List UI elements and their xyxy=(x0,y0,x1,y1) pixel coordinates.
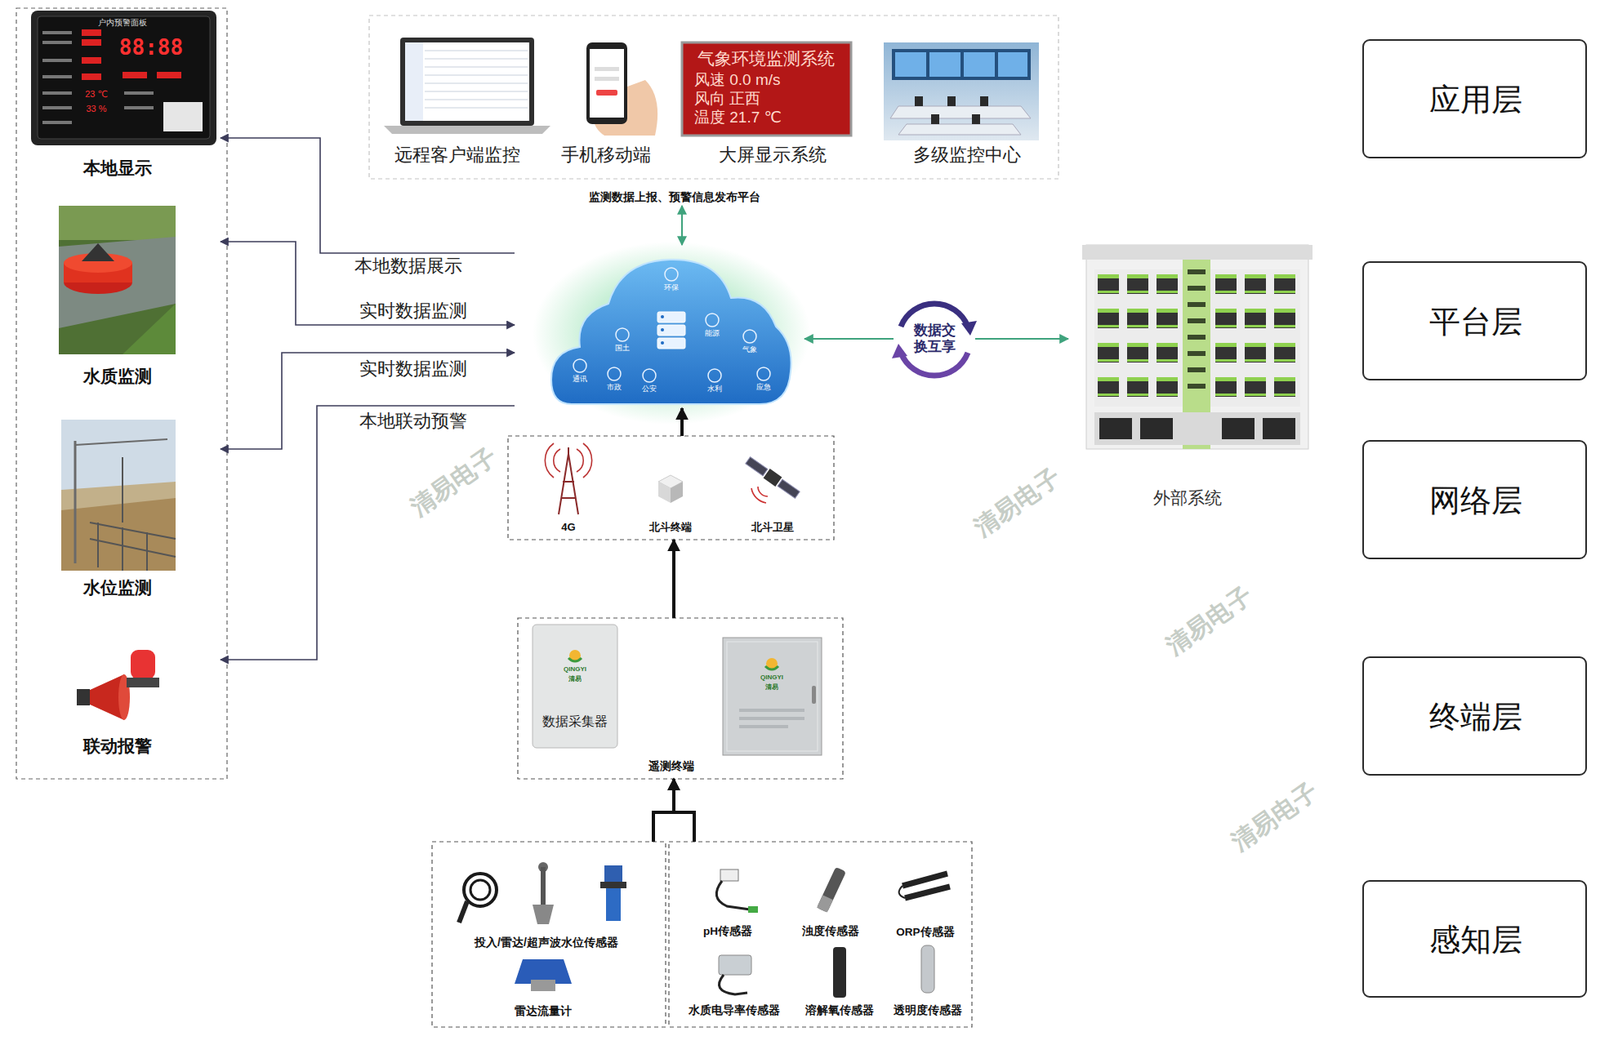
application-caption: 多级监控中心 xyxy=(913,144,1021,165)
sensor-illustrations xyxy=(432,842,972,1028)
connector xyxy=(681,205,683,246)
led-reading: 33 % xyxy=(85,103,107,114)
watermark: 清易电子 xyxy=(1160,581,1257,660)
device-caption: 水质监测 xyxy=(83,366,152,387)
local-device-panel xyxy=(16,8,228,780)
terminal-illustrations xyxy=(517,618,843,780)
brand-logo: 清易 xyxy=(765,684,779,692)
edge-label: 实时数据监测 xyxy=(356,300,470,321)
panel-title: 户内预警面板 xyxy=(98,17,148,27)
connector xyxy=(672,539,676,619)
building-illustration xyxy=(1082,245,1313,450)
sensor-group: pH传感器 浊度传感器 ORP传感器水质电导率传感器 溶解氧传感器 透明度传感器 xyxy=(668,842,972,1028)
connector xyxy=(680,408,684,437)
edge-label: 实时数据监测 xyxy=(356,358,470,379)
cloud-icon-label: 应急 xyxy=(756,383,772,392)
application-caption: 大屏显示系统 xyxy=(718,144,827,165)
sensor-caption: 投入/雷达/超声波水位传感器 xyxy=(474,935,619,950)
layer-name: 平台层 xyxy=(1429,304,1523,341)
brand-logo: QINGYI xyxy=(563,666,587,674)
edge-label: 本地数据展示 xyxy=(352,255,465,277)
application-illustrations xyxy=(369,15,1059,179)
application-caption: 手机移动端 xyxy=(561,144,651,165)
led-reading: 23 ℃ xyxy=(84,89,108,99)
device-item: 联动报警 xyxy=(24,635,221,763)
led-reading: 温度 21.7 ℃ xyxy=(694,109,782,127)
cloud-icon-label: 能源 xyxy=(704,329,720,338)
cloud-icon-label: 市政 xyxy=(606,383,622,392)
terminal-caption: 数据采集器 xyxy=(542,714,608,730)
network-caption: 4G xyxy=(561,521,575,535)
connector xyxy=(804,338,894,340)
cloud-illustration xyxy=(532,241,811,425)
layer-name: 网络层 xyxy=(1429,483,1523,520)
network-group: 4G 北斗终端 北斗卫星 xyxy=(508,436,834,540)
sensor-caption: 透明度传感器 xyxy=(893,1004,963,1018)
cloud-icon-label: 环保 xyxy=(664,283,679,292)
connector xyxy=(220,241,515,326)
layer-box: 网络层 xyxy=(1362,440,1587,560)
watermark: 清易电子 xyxy=(1225,777,1322,856)
cloud-icon-label: 通讯 xyxy=(572,374,588,384)
sensor-caption: 溶解氧传感器 xyxy=(805,1004,874,1018)
application-caption: 监测数据上报、预警信息发布平台 xyxy=(588,190,761,204)
watermark: 清易电子 xyxy=(968,463,1065,542)
connector xyxy=(653,779,674,843)
network-caption: 北斗卫星 xyxy=(751,521,794,535)
sensor-caption: 雷达流量计 xyxy=(514,1004,572,1018)
connector xyxy=(220,352,515,450)
sensor-caption: 水质电导率传感器 xyxy=(688,1004,780,1018)
sensor-caption: ORP传感器 xyxy=(895,926,954,940)
sensor-group: 投入/雷达/超声波水位传感器雷达流量计 xyxy=(432,842,666,1028)
led-title: 气象环境监测系统 xyxy=(697,49,835,68)
device-item: 水质监测 xyxy=(24,202,221,391)
network-illustrations xyxy=(508,436,834,540)
cloud-icon-label: 水利 xyxy=(707,384,723,393)
layer-name: 感知层 xyxy=(1429,922,1523,959)
led-reading: 风速 0.0 m/s xyxy=(694,71,781,90)
device-caption: 本地显示 xyxy=(83,158,152,179)
layer-box: 终端层 xyxy=(1362,656,1587,776)
connector xyxy=(975,338,1069,340)
cloud-icon-label: 公安 xyxy=(641,384,657,393)
layer-box: 应用层 xyxy=(1362,39,1587,159)
edge-label: 本地联动预警 xyxy=(356,410,470,432)
cloud-icon-label: 气象 xyxy=(742,345,758,354)
connector xyxy=(673,779,695,843)
brand-logo: QINGYI xyxy=(760,674,784,682)
connector xyxy=(220,405,515,660)
terminal-caption: 遥测终端 xyxy=(648,759,695,773)
watermark: 清易电子 xyxy=(405,442,501,522)
device-caption: 水位监测 xyxy=(83,578,152,598)
layer-name: 终端层 xyxy=(1429,699,1523,736)
layer-name: 应用层 xyxy=(1429,82,1523,119)
sensor-caption: pH传感器 xyxy=(703,925,753,939)
network-caption: 北斗终端 xyxy=(649,521,692,535)
system-caption: 外部系统 xyxy=(1153,488,1222,509)
brand-logo: 清易 xyxy=(568,676,582,684)
layer-box: 平台层 xyxy=(1362,261,1587,381)
led-reading: 风向 正西 xyxy=(694,90,761,108)
exchange-circle: 数据交换互享 xyxy=(893,298,976,380)
sensor-caption: 浊度传感器 xyxy=(802,925,860,939)
exchange-ring xyxy=(891,301,977,377)
cloud-platform: 环保能源气象应急 水利 公安 市政 通讯 国土 xyxy=(514,245,805,409)
device-caption: 联动报警 xyxy=(83,736,152,757)
exchange-text: 数据交换互享 xyxy=(913,322,956,355)
terminal-group: 数据采集器遥测终端 xyxy=(517,618,843,780)
layer-box: 感知层 xyxy=(1362,880,1587,999)
device-item: 水位监测 xyxy=(24,414,221,602)
application-caption: 远程客户端监控 xyxy=(394,144,521,165)
external-system: 外部系统 xyxy=(1068,240,1315,515)
led-clock: 88:88 xyxy=(119,35,183,60)
cloud-icon-label: 国土 xyxy=(615,343,630,353)
